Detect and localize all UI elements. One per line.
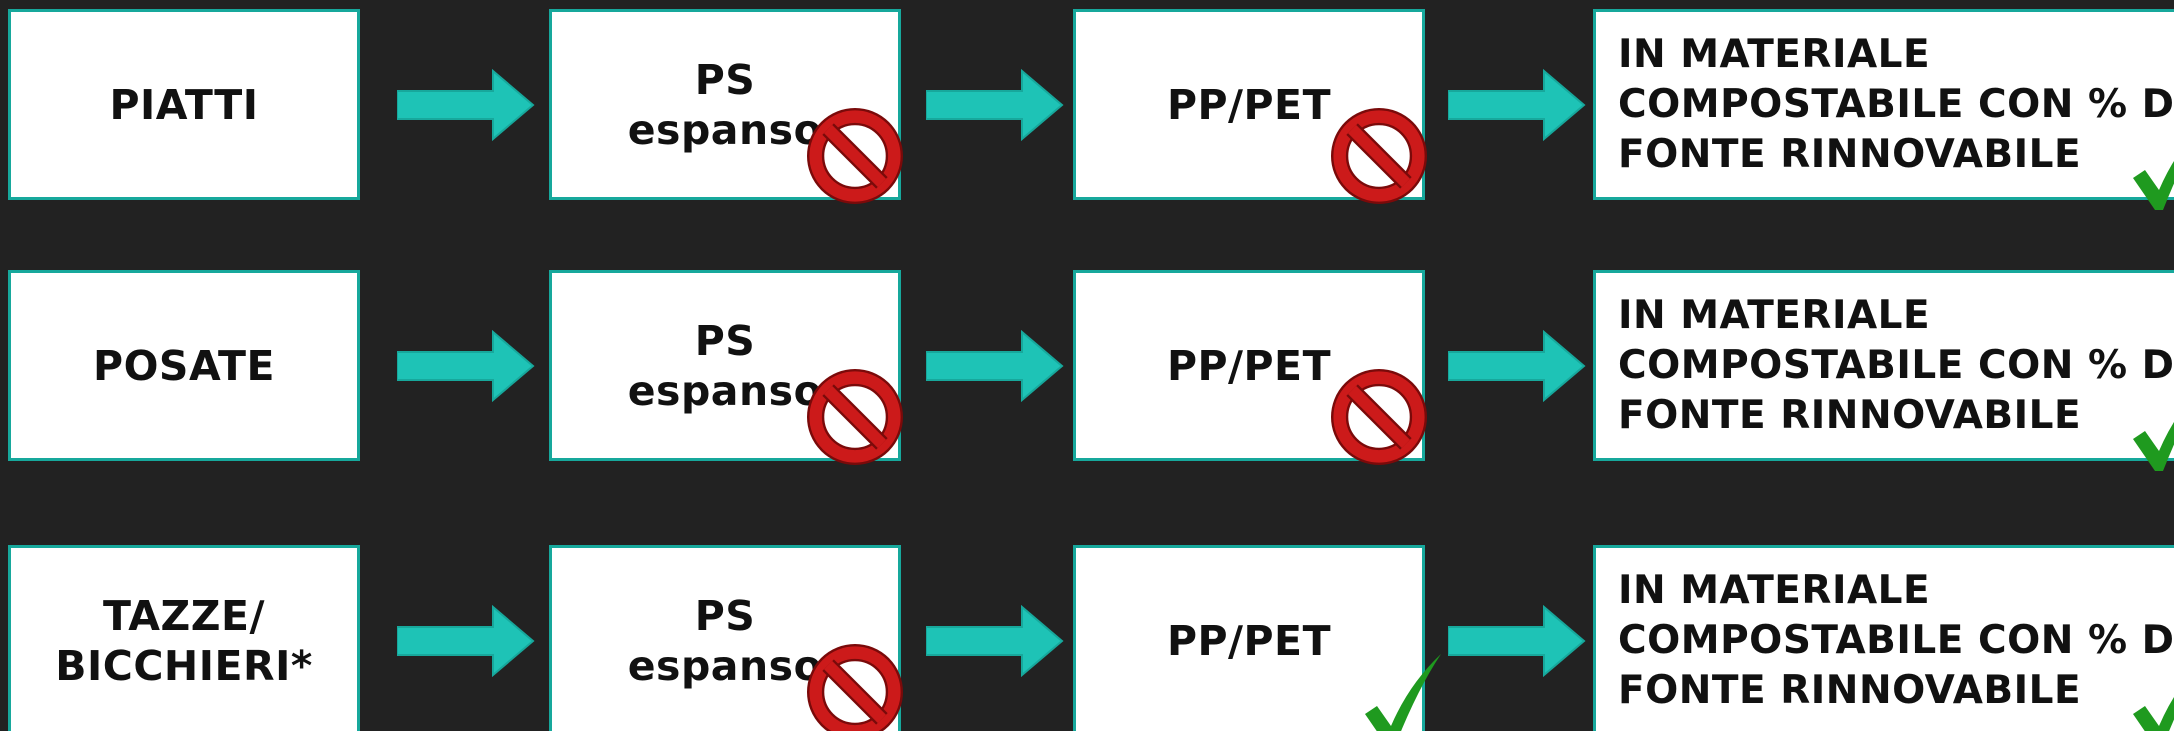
checkmark-icon <box>2133 161 2174 210</box>
label-line: TAZZE/ <box>103 591 265 640</box>
category-box: TAZZE/BICCHIERI* <box>8 545 360 731</box>
right-arrow-icon <box>1448 69 1586 141</box>
category-box: PIATTI <box>8 9 360 200</box>
right-arrow-icon <box>397 330 535 402</box>
checkmark-icon <box>2133 422 2174 471</box>
label-line: IN MATERIALE <box>1618 567 1931 613</box>
label-line: PP/PET <box>1166 341 1332 390</box>
label-line: IN MATERIALE <box>1618 31 1931 77</box>
stage-box-label: PP/PET <box>1076 548 1422 731</box>
label-line: espanso <box>627 641 823 690</box>
label-line: POSATE <box>93 341 275 390</box>
right-arrow-icon <box>1448 605 1586 677</box>
stage-box: PP/PET <box>1073 545 1425 731</box>
right-arrow-icon <box>397 69 535 141</box>
label-line: PIATTI <box>109 80 259 129</box>
prohibition-icon <box>807 644 903 731</box>
stage-box-label: PP/PET <box>1076 273 1422 458</box>
label-line: PP/PET <box>1166 616 1332 665</box>
checkmark-icon <box>1365 654 1441 731</box>
category-box-label: PIATTI <box>11 12 357 197</box>
label-line: PS <box>694 591 756 640</box>
prohibition-icon <box>807 108 903 204</box>
category-box: POSATE <box>8 270 360 461</box>
label-line: PS <box>694 55 756 104</box>
prohibition-icon <box>807 369 903 465</box>
right-arrow-icon <box>1448 330 1586 402</box>
label-line: BICCHIERI* <box>55 641 313 690</box>
label-line: FONTE RINNOVABILE <box>1618 131 2082 177</box>
stage-box-label: PP/PET <box>1076 12 1422 197</box>
label-line: PS <box>694 316 756 365</box>
right-arrow-icon <box>926 69 1064 141</box>
right-arrow-icon <box>926 330 1064 402</box>
prohibition-icon <box>1331 108 1427 204</box>
label-line: IN MATERIALE <box>1618 292 1931 338</box>
label-line: COMPOSTABILE CON % DI <box>1618 81 2174 127</box>
label-line: COMPOSTABILE CON % DI <box>1618 617 2174 663</box>
label-line: espanso <box>627 105 823 154</box>
label-line: FONTE RINNOVABILE <box>1618 392 2082 438</box>
category-box-label: POSATE <box>11 273 357 458</box>
checkmark-icon <box>2133 697 2174 731</box>
label-line: FONTE RINNOVABILE <box>1618 667 2082 713</box>
prohibition-icon <box>1331 369 1427 465</box>
category-box-label: TAZZE/BICCHIERI* <box>11 548 357 731</box>
label-line: COMPOSTABILE CON % DI <box>1618 342 2174 388</box>
right-arrow-icon <box>397 605 535 677</box>
right-arrow-icon <box>926 605 1064 677</box>
label-line: espanso <box>627 366 823 415</box>
label-line: PP/PET <box>1166 80 1332 129</box>
